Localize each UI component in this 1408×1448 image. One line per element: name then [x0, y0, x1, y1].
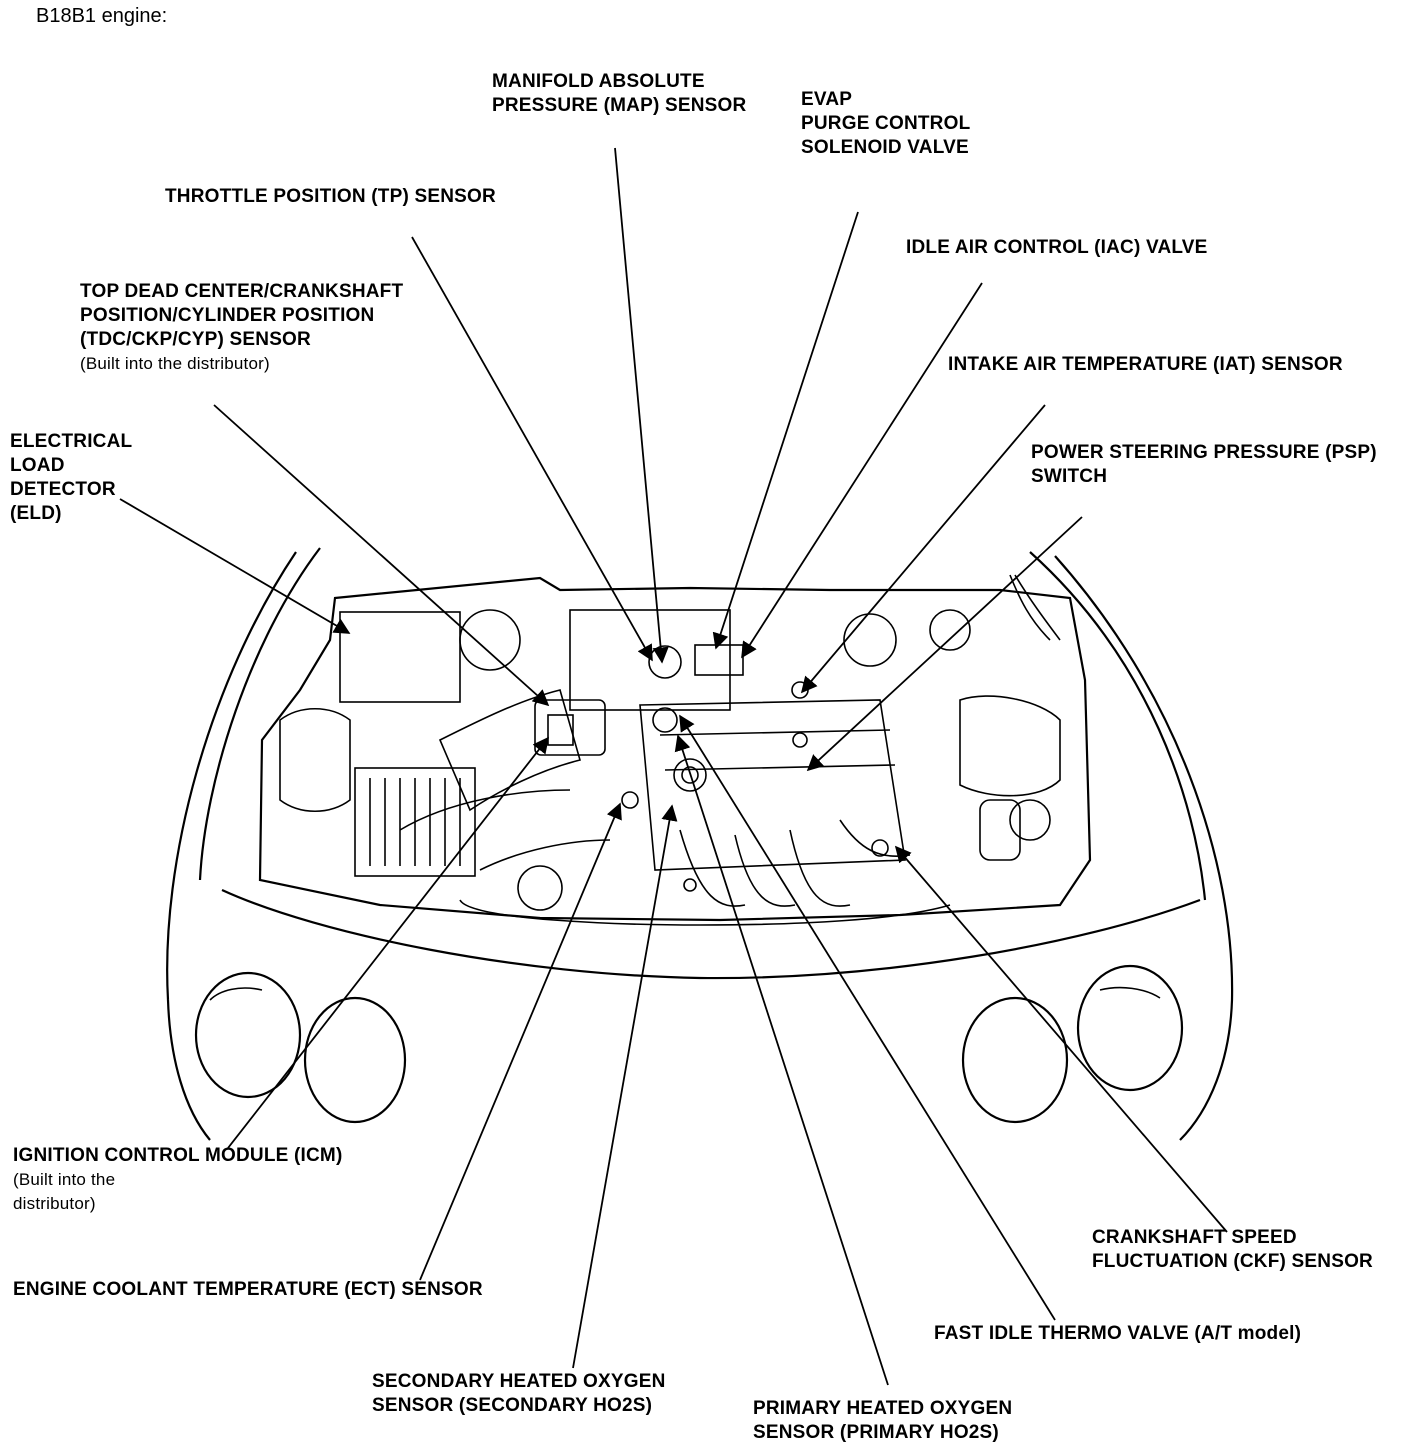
- label-note: (Built into the: [13, 1170, 116, 1189]
- engine-bay: [258, 574, 1092, 926]
- leader-psp: [806, 516, 1083, 772]
- label-line: ENGINE COOLANT TEMPERATURE (ECT) SENSOR: [13, 1279, 483, 1300]
- label-line: INTAKE AIR TEMPERATURE (IAT) SENSOR: [948, 354, 1343, 375]
- label-psp-switch: POWER STEERING PRESSURE (PSP) SWITCH: [1031, 441, 1377, 489]
- leader-ect: [419, 802, 622, 1281]
- label-map-sensor: MANIFOLD ABSOLUTE PRESSURE (MAP) SENSOR: [492, 70, 746, 118]
- label-iac-valve: IDLE AIR CONTROL (IAC) VALVE: [906, 236, 1208, 260]
- leader-tdc: [213, 404, 550, 707]
- leader-map: [614, 147, 669, 664]
- label-line: (TDC/CKP/CYP) SENSOR: [80, 329, 311, 350]
- label-line: CRANKSHAFT SPEED: [1092, 1227, 1297, 1248]
- leader-pho2s: [674, 734, 889, 1386]
- label-line: IGNITION CONTROL MODULE (ICM): [13, 1145, 343, 1166]
- leader-lines: [119, 147, 1228, 1386]
- label-icm: IGNITION CONTROL MODULE (ICM) (Built int…: [13, 1144, 342, 1216]
- leader-eld: [119, 498, 351, 634]
- label-line: TOP DEAD CENTER/CRANKSHAFT: [80, 281, 404, 302]
- leader-sho2s: [572, 804, 678, 1369]
- leader-fit: [679, 714, 1056, 1321]
- vehicle-body-outline: [166, 547, 1234, 1141]
- label-note: distributor): [13, 1194, 96, 1213]
- label-line: POSITION/CYLINDER POSITION: [80, 305, 375, 326]
- leader-icm: [227, 736, 549, 1149]
- label-line: DETECTOR: [10, 479, 116, 500]
- label-eld: ELECTRICAL LOAD DETECTOR (ELD): [10, 430, 132, 526]
- leader-iat: [800, 404, 1046, 694]
- label-tdc-ckp-cyp-sensor: TOP DEAD CENTER/CRANKSHAFT POSITION/CYLI…: [80, 280, 403, 376]
- leader-iac: [741, 282, 983, 659]
- headlights: [194, 964, 1184, 1124]
- leader-tp: [411, 236, 653, 662]
- leader-evap: [712, 211, 859, 650]
- label-line: FAST IDLE THERMO VALVE (A/T model): [934, 1323, 1302, 1344]
- label-ckf-sensor: CRANKSHAFT SPEED FLUCTUATION (CKF) SENSO…: [1092, 1226, 1373, 1274]
- label-evap-valve: EVAP PURGE CONTROL SOLENOID VALVE: [801, 88, 970, 160]
- label-line: FLUCTUATION (CKF) SENSOR: [1092, 1251, 1373, 1272]
- label-ect-sensor: ENGINE COOLANT TEMPERATURE (ECT) SENSOR: [13, 1278, 483, 1302]
- leader-ckf: [894, 845, 1228, 1233]
- label-line: THROTTLE POSITION (TP) SENSOR: [165, 186, 496, 207]
- label-note: (Built into the distributor): [80, 354, 270, 373]
- label-line: PURGE CONTROL: [801, 113, 971, 134]
- label-fast-idle-thermo-valve: FAST IDLE THERMO VALVE (A/T model): [934, 1322, 1301, 1346]
- label-line: LOAD: [10, 455, 65, 476]
- label-line: (ELD): [10, 503, 62, 524]
- label-tp-sensor: THROTTLE POSITION (TP) SENSOR: [165, 185, 496, 209]
- label-line: SOLENOID VALVE: [801, 137, 969, 158]
- label-iat-sensor: INTAKE AIR TEMPERATURE (IAT) SENSOR: [948, 353, 1343, 377]
- label-secondary-ho2s: SECONDARY HEATED OXYGEN SENSOR (SECONDAR…: [372, 1370, 666, 1418]
- label-line: PRIMARY HEATED OXYGEN: [753, 1398, 1013, 1419]
- label-primary-ho2s: PRIMARY HEATED OXYGEN SENSOR (PRIMARY HO…: [753, 1397, 1012, 1445]
- label-line: POWER STEERING PRESSURE (PSP): [1031, 442, 1377, 463]
- label-line: SENSOR (SECONDARY HO2S): [372, 1395, 653, 1416]
- label-line: SECONDARY HEATED OXYGEN: [372, 1371, 666, 1392]
- diagram-title: B18B1 engine:: [36, 5, 168, 27]
- label-line: EVAP: [801, 89, 853, 110]
- label-line: SWITCH: [1031, 466, 1108, 487]
- label-line: IDLE AIR CONTROL (IAC) VALVE: [906, 237, 1208, 258]
- label-line: ELECTRICAL: [10, 431, 133, 452]
- label-line: PRESSURE (MAP) SENSOR: [492, 95, 747, 116]
- label-line: MANIFOLD ABSOLUTE: [492, 71, 705, 92]
- label-line: SENSOR (PRIMARY HO2S): [753, 1422, 999, 1443]
